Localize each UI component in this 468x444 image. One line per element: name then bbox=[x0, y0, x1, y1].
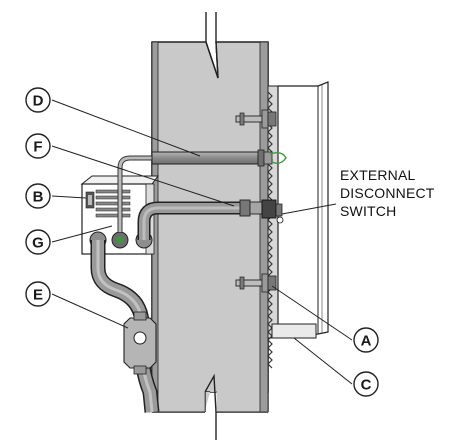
unit-cabinet-top-edge bbox=[317, 81, 329, 87]
unit-fin-edge bbox=[267, 91, 273, 369]
vent-slot bbox=[95, 207, 131, 212]
callout-d: D bbox=[25, 87, 51, 113]
fitting-middle-green bbox=[116, 236, 124, 244]
switch-label-line2: DISCONNECT bbox=[340, 185, 435, 201]
unit-base-tray bbox=[271, 323, 317, 339]
callout-a: A bbox=[353, 327, 379, 353]
leader-g bbox=[51, 225, 113, 243]
wall-lower-fill bbox=[152, 388, 205, 412]
strap-tab-top bbox=[133, 311, 147, 321]
switch-label-line3: SWITCH bbox=[340, 203, 396, 219]
outdoor-unit bbox=[267, 81, 329, 369]
leader-c bbox=[293, 337, 353, 385]
leader-f bbox=[51, 145, 235, 207]
callout-d-label: D bbox=[33, 93, 44, 110]
leader-lines bbox=[51, 99, 353, 385]
switch-label: EXTERNAL DISCONNECT SWITCH bbox=[340, 167, 435, 219]
wall-section bbox=[151, 12, 269, 440]
external-disconnect-switch bbox=[261, 199, 284, 224]
switch-label-line1: EXTERNAL bbox=[340, 167, 416, 183]
wall-break-top bbox=[205, 12, 219, 79]
strap-tab-bottom bbox=[133, 365, 147, 375]
leader-a bbox=[271, 285, 353, 341]
vent-slot bbox=[95, 189, 131, 194]
vent-slot bbox=[95, 195, 131, 200]
wall-break-bottom bbox=[204, 373, 217, 440]
leader-switch bbox=[281, 203, 337, 215]
callout-e-label: E bbox=[33, 287, 43, 304]
vent-slot bbox=[95, 201, 131, 206]
callout-f: F bbox=[25, 133, 51, 159]
terminal-block-pins bbox=[88, 195, 92, 205]
bracket-upper bbox=[235, 109, 277, 129]
strap-screw-hole bbox=[133, 331, 147, 345]
callout-a-label: A bbox=[361, 333, 372, 350]
callout-b-label: B bbox=[33, 189, 44, 206]
leader-e bbox=[51, 293, 129, 329]
wall-lower-fill-right bbox=[216, 388, 268, 412]
wall-break-bottom-fill bbox=[205, 378, 216, 410]
leader-b bbox=[51, 195, 87, 199]
conduit-lower-e bbox=[90, 240, 160, 413]
leader-d bbox=[51, 99, 201, 157]
ground-wire-green bbox=[269, 151, 287, 165]
callout-c-label: C bbox=[361, 377, 372, 394]
callout-f-label: F bbox=[33, 139, 42, 156]
wall-upper bbox=[151, 41, 269, 393]
callout-g-label: G bbox=[32, 235, 44, 252]
vent-slot bbox=[95, 213, 131, 218]
callout-c: C bbox=[353, 371, 379, 397]
callout-g: G bbox=[25, 229, 51, 255]
callout-b: B bbox=[25, 183, 51, 209]
callout-e: E bbox=[25, 281, 51, 307]
bracket-lower bbox=[235, 273, 277, 293]
wall-sheathing-right bbox=[259, 41, 269, 413]
conduit-middle-f bbox=[137, 199, 263, 240]
